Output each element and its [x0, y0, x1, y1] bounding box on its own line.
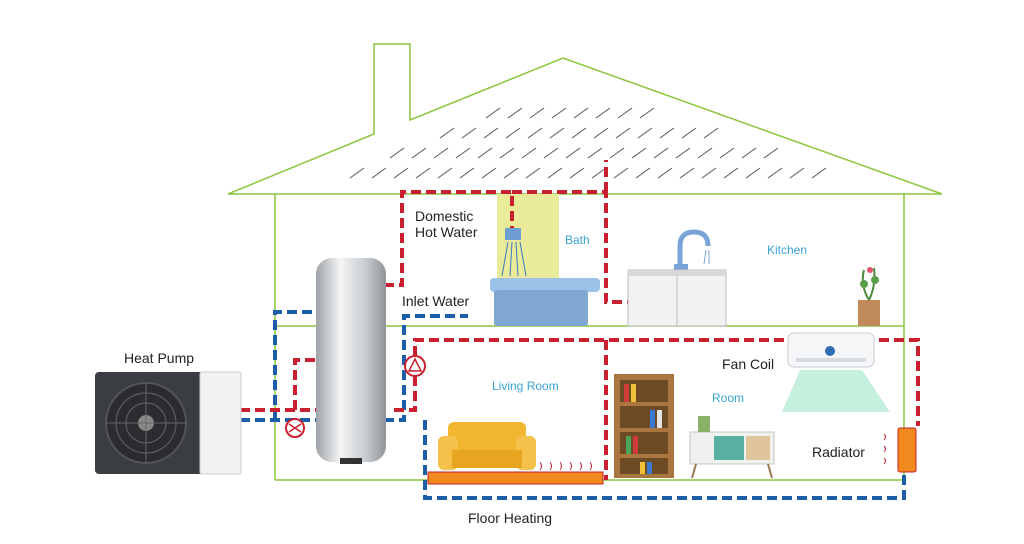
circulation-pump-icon — [404, 355, 426, 377]
living-room-label: Living Room — [492, 379, 559, 393]
bath-label: Bath — [565, 233, 590, 247]
fan-coil-airflow — [782, 370, 890, 412]
kitchen-label: Kitchen — [767, 243, 808, 257]
roof-shingles — [349, 107, 827, 179]
kitchen-counter — [627, 269, 727, 327]
bathtub-icon — [490, 278, 600, 326]
cold-water-pipes — [240, 310, 906, 500]
inlet-water-label: Inlet Water — [402, 293, 470, 309]
sideboard-icon — [689, 416, 775, 479]
radiator-label: Radiator — [812, 444, 865, 460]
bookshelf-icon — [614, 374, 674, 478]
room-label: Room — [712, 391, 745, 405]
shower-icon — [501, 228, 527, 277]
heat-pump-outdoor-unit — [95, 371, 242, 475]
domestic-hot-water-label: Domestic Hot Water — [415, 208, 478, 240]
floor-heating-label: Floor Heating — [468, 510, 553, 526]
three-way-valve-icon — [285, 418, 305, 438]
fan-coil-label: Fan Coil — [722, 356, 775, 372]
shower-beam — [497, 194, 559, 288]
hot-water-tank — [316, 258, 386, 464]
fan-coil-unit-icon — [787, 332, 875, 368]
sofa-icon — [438, 422, 536, 470]
hot-water-pipes — [240, 160, 920, 480]
radiator-icon — [883, 427, 917, 473]
kitchen-faucet-icon — [674, 229, 711, 272]
heat-pump-label: Heat Pump — [124, 350, 195, 366]
floor-heater-icon — [427, 461, 604, 485]
plant-icon — [858, 267, 880, 326]
